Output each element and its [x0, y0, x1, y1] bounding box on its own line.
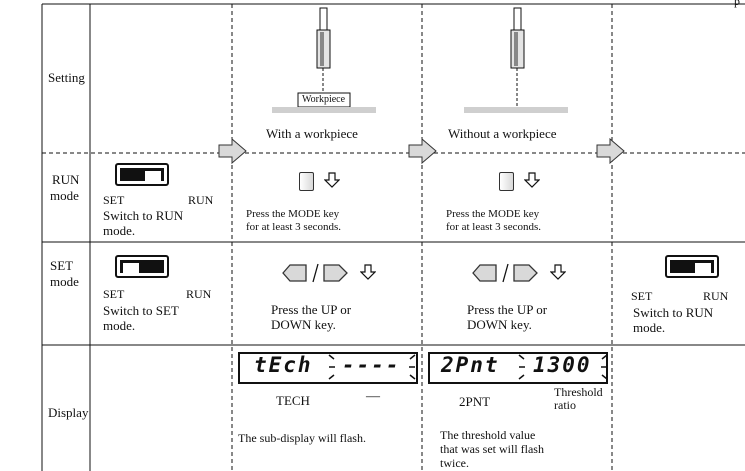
sub-display-value: 1300 — [533, 353, 592, 377]
main-display-value: tEch — [254, 353, 313, 377]
press-updown-text-2: DOWN key. — [271, 317, 336, 332]
run-mode-switch[interactable] — [115, 163, 169, 186]
switch-run-label: RUN — [188, 193, 214, 207]
flow-arrow-icon — [218, 138, 247, 164]
press-mode-text: Press the MODE key — [446, 208, 540, 220]
flow-arrow-icon — [596, 138, 625, 164]
run-switch-caption: Switch to RUN — [633, 305, 714, 320]
seven-segment-display — [428, 352, 608, 384]
sub-display-label: — — [366, 389, 380, 404]
main-display-label: 2PNT — [459, 394, 491, 409]
mode-key[interactable] — [499, 172, 514, 191]
main-display-label: TECH — [276, 393, 310, 408]
flash-indicator-icon — [601, 354, 608, 380]
mode-key[interactable] — [299, 172, 314, 191]
down-arrow-icon — [550, 264, 566, 280]
run-switch-caption: Switch to RUN — [103, 208, 184, 223]
press-mode-text-2: for at least 3 seconds. — [246, 221, 341, 233]
press-updown-text: Press the UP or — [467, 302, 548, 317]
run-switch-caption-2: mode. — [103, 223, 136, 238]
threshold-note: The threshold value — [440, 428, 536, 442]
workpiece-label: Workpiece — [302, 94, 346, 105]
ratio-label: ratio — [554, 398, 576, 412]
switch-set-label: SET — [103, 287, 125, 301]
threshold-note-3: twice. — [440, 456, 469, 470]
corner-text: p — [734, 0, 740, 8]
press-mode-text: Press the MODE key — [246, 208, 340, 220]
main-display-value: 2Pnt — [441, 353, 500, 377]
set-switch-caption: Switch to SET — [103, 303, 179, 318]
row-label-set-mode: mode — [50, 274, 79, 289]
switch-run-label: RUN — [186, 287, 212, 301]
row-label-run: RUN — [52, 172, 80, 187]
row-label-display: Display — [48, 405, 89, 420]
press-updown-text: Press the UP or — [271, 302, 352, 317]
set-mode-switch[interactable] — [115, 255, 169, 278]
run-switch-caption-2: mode. — [633, 320, 666, 335]
switch-set-label: SET — [103, 193, 125, 207]
flash-note: The sub-display will flash. — [238, 431, 366, 445]
up-down-keys-icon[interactable] — [467, 262, 543, 284]
sensor-without-workpiece-diagram — [464, 7, 568, 113]
down-arrow-icon — [524, 172, 540, 188]
press-mode-text-2: for at least 3 seconds. — [446, 221, 541, 233]
flash-indicator-icon — [328, 354, 335, 380]
flash-indicator-icon — [409, 354, 416, 380]
press-updown-text-2: DOWN key. — [467, 317, 532, 332]
flash-indicator-icon — [518, 354, 525, 380]
with-workpiece-caption: With a workpiece — [266, 126, 358, 141]
switch-run-label: RUN — [703, 289, 729, 303]
threshold-note-2: that was set will flash — [440, 442, 544, 456]
up-down-keys-icon[interactable] — [277, 262, 353, 284]
without-workpiece-caption: Without a workpiece — [448, 126, 557, 141]
down-arrow-icon — [360, 264, 376, 280]
row-label-set: SET — [50, 258, 74, 273]
sub-display-value: ---- — [342, 353, 401, 377]
threshold-label: Threshold — [554, 385, 603, 399]
run-mode-switch[interactable] — [665, 255, 719, 278]
sensor-with-workpiece-diagram — [272, 7, 376, 113]
row-label-run-mode: mode — [50, 188, 79, 203]
seven-segment-display — [238, 352, 418, 384]
set-switch-caption-2: mode. — [103, 318, 136, 333]
switch-set-label: SET — [631, 289, 653, 303]
row-label-setting: Setting — [48, 70, 85, 85]
flow-arrow-icon — [408, 138, 437, 164]
down-arrow-icon — [324, 172, 340, 188]
